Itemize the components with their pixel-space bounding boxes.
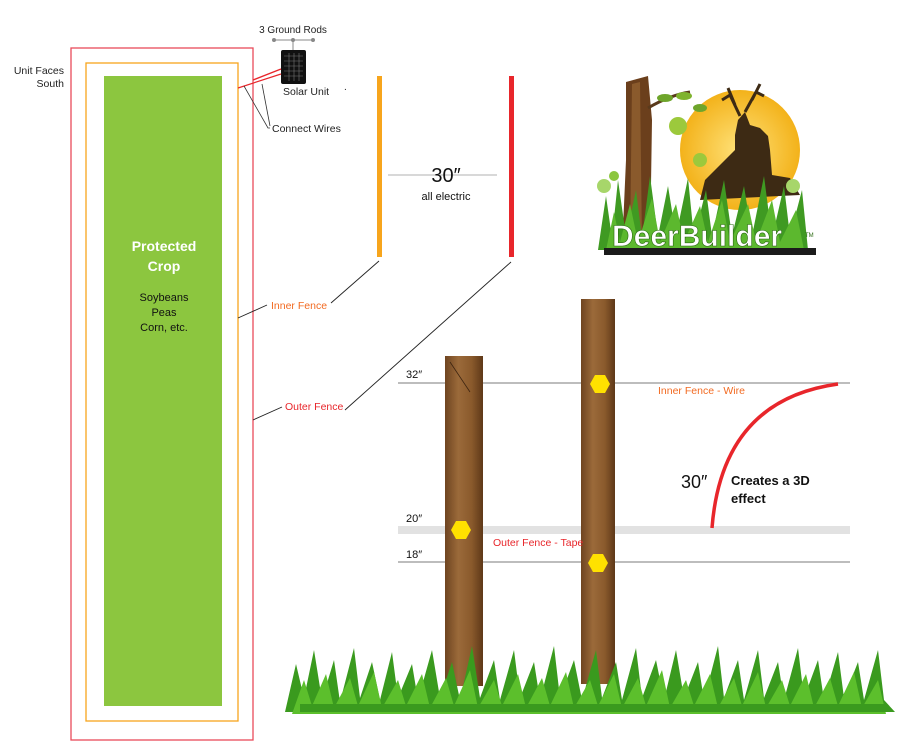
- insulator-outer-tape-top: [451, 521, 471, 539]
- crop-type-soybeans: Soybeans: [140, 292, 189, 304]
- effect-caption-line1: Creates a 3D: [731, 473, 810, 488]
- connect-wires-leader-2: [261, 83, 271, 127]
- deerbuilder-logo: DeerBuilder TM: [597, 76, 816, 255]
- protected-crop-title-line2: Crop: [148, 258, 181, 274]
- solar-to-outer-wire: [252, 68, 282, 81]
- protected-crop-title-line1: Protected: [132, 238, 197, 254]
- inner-fence-leader: [330, 260, 380, 304]
- outer-fence-leader-left: [252, 406, 283, 421]
- inner-fence-outline: [85, 62, 239, 722]
- inner-fence-label: Inner Fence: [271, 300, 327, 312]
- connect-wires-label: Connect Wires: [272, 123, 341, 135]
- height-20-label: 20″: [406, 513, 422, 525]
- insulator-outer-tape-bottom: [588, 554, 608, 572]
- stray-dot: .: [344, 82, 347, 93]
- fence-post-right: [581, 299, 615, 684]
- outer-fence-outline: [70, 47, 254, 741]
- ground-rods-icon: [272, 38, 315, 50]
- logo-trademark: TM: [805, 233, 814, 239]
- ground-grass: [285, 646, 895, 714]
- outer-fence-tape-label: Outer Fence - Tape: [493, 537, 583, 549]
- inner-fence-wire-label: Inner Fence - Wire: [658, 385, 745, 397]
- height-32-label: 32″: [406, 369, 422, 381]
- unit-faces-label-line2: South: [37, 78, 65, 90]
- spacing-caption: all electric: [422, 191, 471, 203]
- logo-wordmark: DeerBuilder: [612, 220, 782, 253]
- solar-panel-icon: [281, 50, 306, 84]
- inner-fence-leader-left: [237, 304, 268, 319]
- three-d-effect-arc: [710, 382, 839, 529]
- solar-unit-label: Solar Unit: [283, 86, 329, 98]
- protected-crop-area: [104, 76, 222, 706]
- connect-wires-leader: [243, 85, 270, 129]
- inner-fence-post-symbol: [377, 76, 382, 257]
- solar-to-inner-wire: [237, 73, 282, 89]
- crop-type-peas: Peas: [151, 307, 177, 319]
- crop-type-corn: Corn, etc.: [140, 322, 188, 334]
- outer-fence-tape-top: [398, 526, 850, 534]
- insulator-inner-wire: [590, 375, 610, 393]
- height-18-label: 18″: [406, 549, 422, 561]
- outer-fence-leader: [344, 261, 512, 411]
- arc-distance-value: 30″: [681, 472, 708, 492]
- outer-fence-post-symbol: [509, 76, 514, 257]
- unit-faces-label-line1: Unit Faces: [14, 65, 64, 77]
- effect-caption-line2: effect: [731, 491, 766, 506]
- ground-rods-label: 3 Ground Rods: [259, 25, 327, 36]
- spacing-value: 30″: [431, 165, 460, 187]
- outer-fence-label: Outer Fence: [285, 401, 344, 413]
